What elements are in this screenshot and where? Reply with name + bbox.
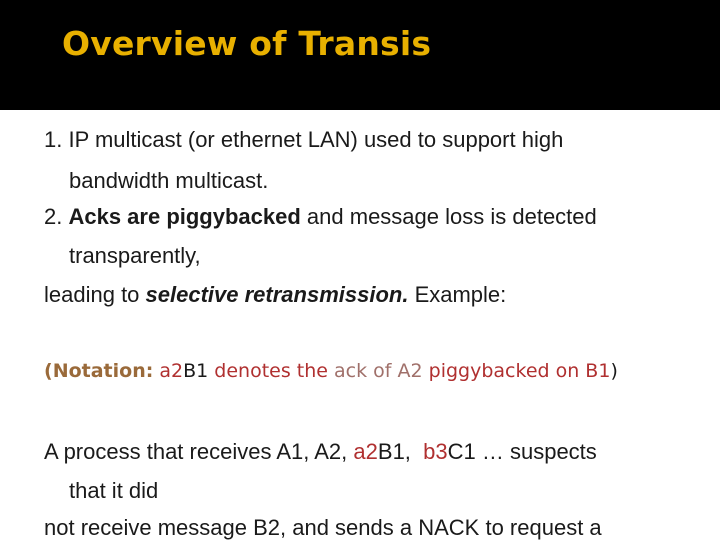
point-4-b3: b3 bbox=[423, 439, 448, 464]
point-4-pre: A process that receives A1, A2, bbox=[44, 439, 354, 464]
point-4-c1: C1 … suspects bbox=[447, 439, 597, 464]
point-5-line-1: not receive message B2, and sends a NACK… bbox=[44, 515, 602, 540]
point-3-prefix: leading to bbox=[44, 282, 146, 307]
point-1-line-2: bandwidth multicast. bbox=[69, 168, 269, 193]
slide-title: Overview of Transis bbox=[62, 24, 432, 63]
point-4-b1: B1, bbox=[377, 439, 424, 464]
point-4-line-2: that it did bbox=[69, 478, 159, 503]
point-3-rest: Example: bbox=[408, 282, 507, 307]
notation-open: ( bbox=[44, 360, 53, 382]
point-4-line-1: A process that receives A1, A2, a2B1, b3… bbox=[44, 439, 597, 465]
point-4-a2: a2 bbox=[353, 439, 378, 464]
point-1-line-1: 1. IP multicast (or ethernet LAN) used t… bbox=[44, 127, 564, 152]
notation-label: Notation: bbox=[52, 360, 154, 382]
title-bar: Overview of Transis bbox=[0, 0, 720, 110]
notation-piggybacked: piggybacked on B1 bbox=[422, 360, 611, 382]
notation-close: ) bbox=[610, 360, 618, 382]
point-2-rest: and message loss is detected bbox=[300, 204, 597, 229]
point-3-bold-italic: selective retransmission. bbox=[145, 282, 409, 307]
notation-line: (Notation: a2B1 denotes the ack of A2 pi… bbox=[44, 360, 618, 382]
point-2-bold-text: Acks are piggybacked bbox=[68, 204, 301, 229]
point-2-line-2: transparently, bbox=[69, 243, 201, 268]
point-2-line-1: 2. Acks are piggybacked and message loss… bbox=[44, 204, 597, 230]
notation-a2: a2 bbox=[159, 360, 184, 382]
notation-A2: A2 bbox=[397, 360, 423, 382]
point-2-prefix: 2. bbox=[44, 204, 69, 229]
notation-b1: B1 bbox=[183, 360, 209, 382]
notation-ack-of: ack of bbox=[334, 360, 392, 382]
point-3-line: leading to selective retransmission. Exa… bbox=[44, 282, 506, 308]
notation-denotes: denotes the bbox=[208, 360, 334, 382]
